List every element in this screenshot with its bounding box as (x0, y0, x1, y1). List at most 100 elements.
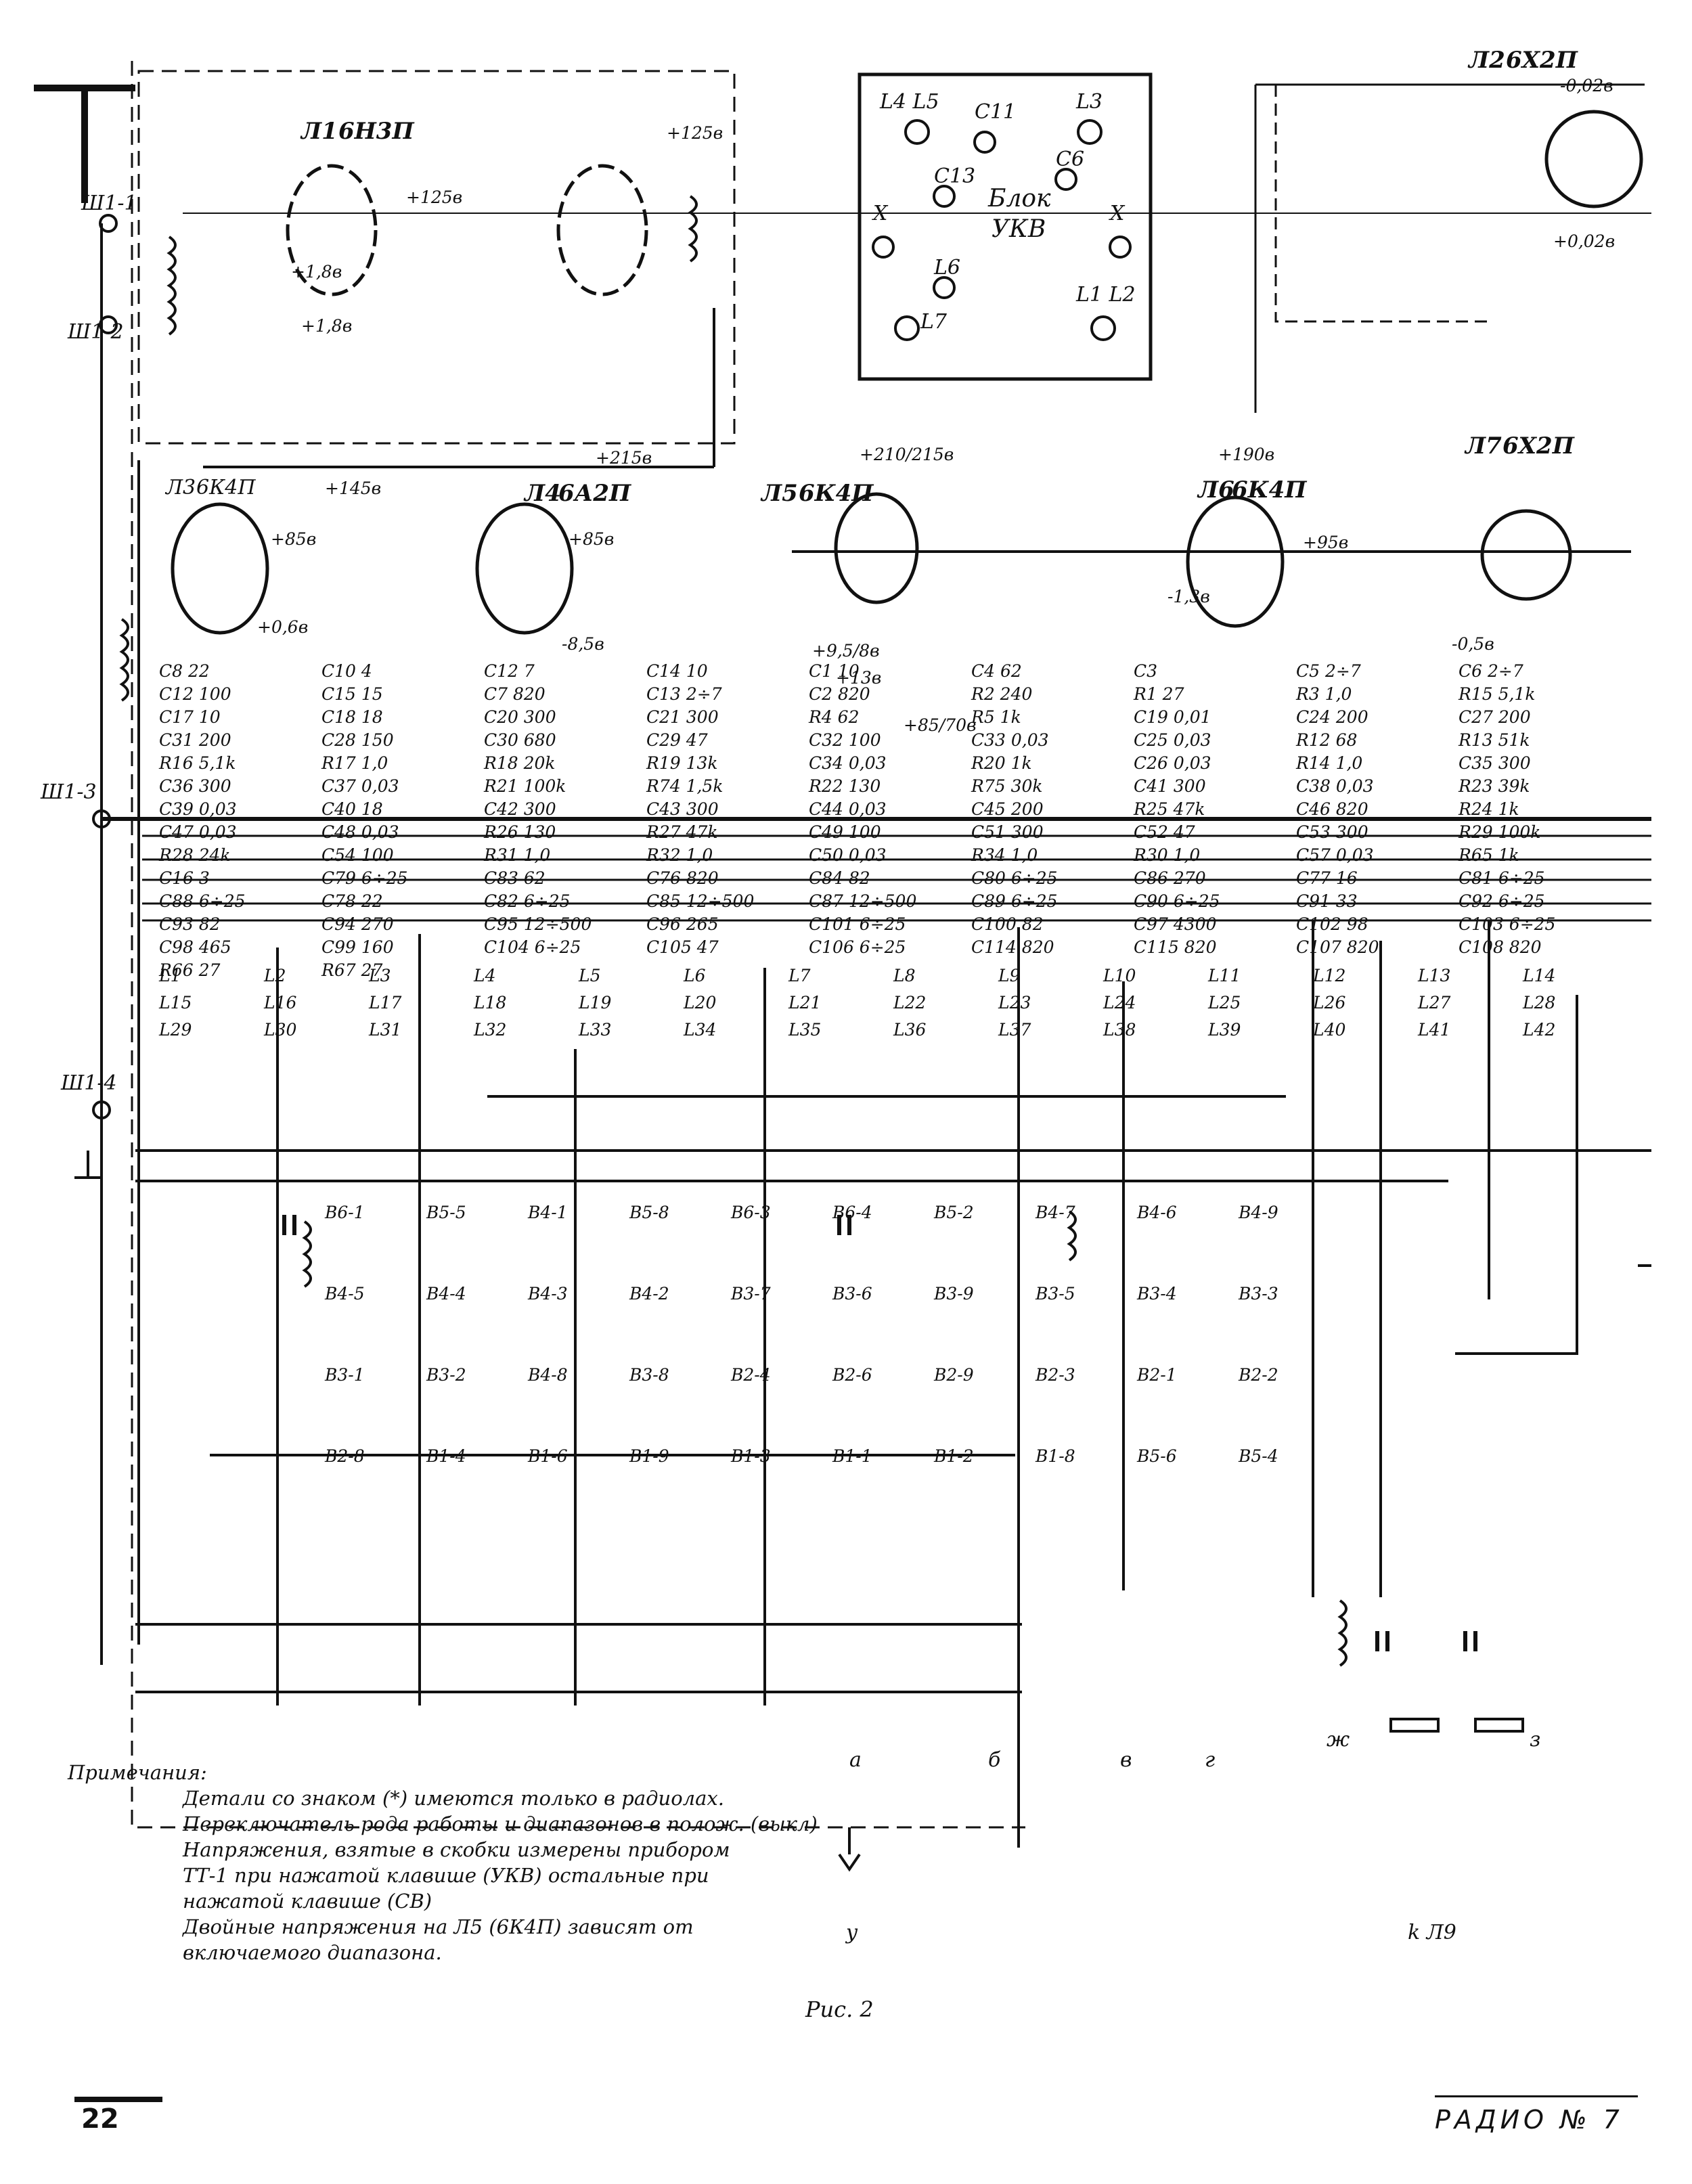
voltage-label: -0,02в (1560, 76, 1613, 95)
component-label: C90 6÷25 (1134, 891, 1220, 911)
voltage-label: +190в (1218, 445, 1274, 464)
component-label: C30 680 (484, 730, 556, 750)
component-label: C5 2÷7 (1296, 661, 1361, 681)
component-label: C24 200 (1296, 707, 1368, 727)
tube-ref: Л1 (300, 118, 338, 145)
component-label: R20 1k (971, 753, 1032, 773)
switch-label: В3-9 (933, 1284, 974, 1303)
ukv-item: X (872, 202, 889, 225)
tube-ref: Л7 (1464, 432, 1502, 460)
voltage-label: -0,5в (1452, 634, 1494, 654)
terminal-mark: у (845, 1921, 858, 1944)
note-line: Переключатель рода работы и диапазонов в… (183, 1812, 818, 1835)
component-label: C51 300 (971, 822, 1044, 842)
component-label: C12 7 (484, 661, 535, 681)
tube-ref: Л6 (1197, 476, 1234, 504)
voltage-label: +85в (271, 529, 316, 549)
inductor-label: L3 (368, 966, 391, 985)
component-label: C107 820 (1296, 937, 1379, 957)
switch-label: В5-6 (1136, 1446, 1177, 1466)
component-label: C86 270 (1134, 868, 1206, 888)
component-label: C53 300 (1296, 822, 1368, 842)
ukv-item: L3 (1075, 90, 1103, 114)
ukv-item: C6 (1056, 148, 1084, 171)
inductor-label: L31 (368, 1020, 401, 1040)
component-label: R16 5,1k (158, 753, 236, 773)
resistor-r67 (1474, 1718, 1524, 1733)
terminal-mark: г (1205, 1748, 1215, 1772)
switch-label: В4-7 (1035, 1203, 1075, 1222)
tube-l3-symbol (171, 502, 269, 635)
component-label: C16 3 (159, 868, 210, 888)
component-label: C81 6÷25 (1459, 868, 1545, 888)
component-label: C47 0,03 (159, 822, 237, 842)
component-label: R5 1k (971, 707, 1021, 727)
switch-label: В3-4 (1136, 1284, 1177, 1303)
ukv-block: Блок УКВ L4 L5 C11 L3 C13 C6 X X L6 L7 L… (872, 90, 1136, 341)
switch-label: В4-6 (1136, 1203, 1177, 1222)
voltage-label: +215в (596, 448, 652, 468)
voltage-label: +13в (836, 668, 881, 688)
component-label: R32 1,0 (646, 845, 713, 865)
switch-label: В5-5 (426, 1203, 466, 1222)
tube-type: 6К4П (799, 480, 874, 507)
component-label: C19 0,01 (1134, 707, 1211, 727)
component-label: C52 47 (1134, 822, 1195, 842)
inductor-label: L29 (158, 1020, 192, 1040)
component-label: C28 150 (321, 730, 394, 750)
note-line: включаемого диапазона. (183, 1941, 442, 1964)
switch-label: В4-9 (1238, 1203, 1278, 1222)
inductor-label: L39 (1207, 1020, 1241, 1040)
inductor-label: L10 (1103, 966, 1136, 985)
component-label: C115 820 (1134, 937, 1217, 957)
inductor-label: L23 (998, 993, 1031, 1012)
component-label: C20 300 (484, 707, 556, 727)
voltage-label: +1,8в (301, 316, 352, 336)
component-label: R4 62 (808, 707, 860, 727)
component-label: C98 465 (159, 937, 231, 957)
component-label: R22 130 (808, 776, 881, 796)
component-label: C17 10 (159, 707, 221, 727)
component-label: C83 62 (484, 868, 546, 888)
switch-label: В4-3 (527, 1284, 568, 1303)
ukv-item: L7 (920, 310, 948, 334)
component-label: R24 1k (1458, 799, 1519, 819)
ukv-item: L4 L5 (879, 90, 939, 114)
switch-label: В1-2 (933, 1446, 974, 1466)
switch-label: В2-9 (933, 1365, 974, 1385)
connector-label: Ш1-1 (81, 192, 137, 215)
component-label: C21 300 (646, 707, 719, 727)
inductor-label: L26 (1312, 993, 1346, 1012)
component-label: C114 820 (971, 937, 1054, 957)
component-label: C42 300 (484, 799, 556, 819)
inductor-label: L33 (578, 1020, 611, 1040)
voltage-label: -8,5в (562, 634, 604, 654)
voltage-label: +0,02в (1553, 231, 1615, 251)
inductor-label: L15 (158, 993, 192, 1012)
coil-l1 (166, 236, 177, 336)
tube-type: 6К4П (1232, 476, 1308, 504)
coil-l35 (1067, 1210, 1077, 1262)
component-label: C82 6÷25 (484, 891, 571, 911)
component-label: C97 4300 (1134, 914, 1217, 934)
switch-label: В1-9 (629, 1446, 669, 1466)
ukv-block-title-2: УКВ (992, 215, 1046, 243)
inductor-label: L5 (578, 966, 601, 985)
component-label: C32 100 (809, 730, 881, 750)
switch-label: В3-6 (832, 1284, 872, 1303)
component-label: C41 300 (1134, 776, 1206, 796)
tube-l4-symbol (475, 502, 574, 635)
note-line: Двойные напряжения на Л5 (6К4П) зависят … (183, 1915, 694, 1938)
component-label: C1 10 (809, 661, 860, 681)
switch-label: В2-1 (1136, 1365, 1177, 1385)
component-label: C108 820 (1459, 937, 1542, 957)
connector-labels: Ш1-1 Ш1-2 Ш1-3 Ш1-4 (40, 192, 137, 1119)
component-label: R3 1,0 (1295, 684, 1352, 704)
voltage-labels: +125в +1,8в +1,8в +125в +145в +85в +0,6в… (257, 76, 1615, 735)
tube-type: 6А2П (558, 480, 632, 507)
tube-type: 6Х2П (1502, 432, 1576, 460)
component-label: R14 1,0 (1295, 753, 1362, 773)
component-label: C104 6÷25 (484, 937, 581, 957)
switch-label: В2-6 (832, 1365, 872, 1385)
